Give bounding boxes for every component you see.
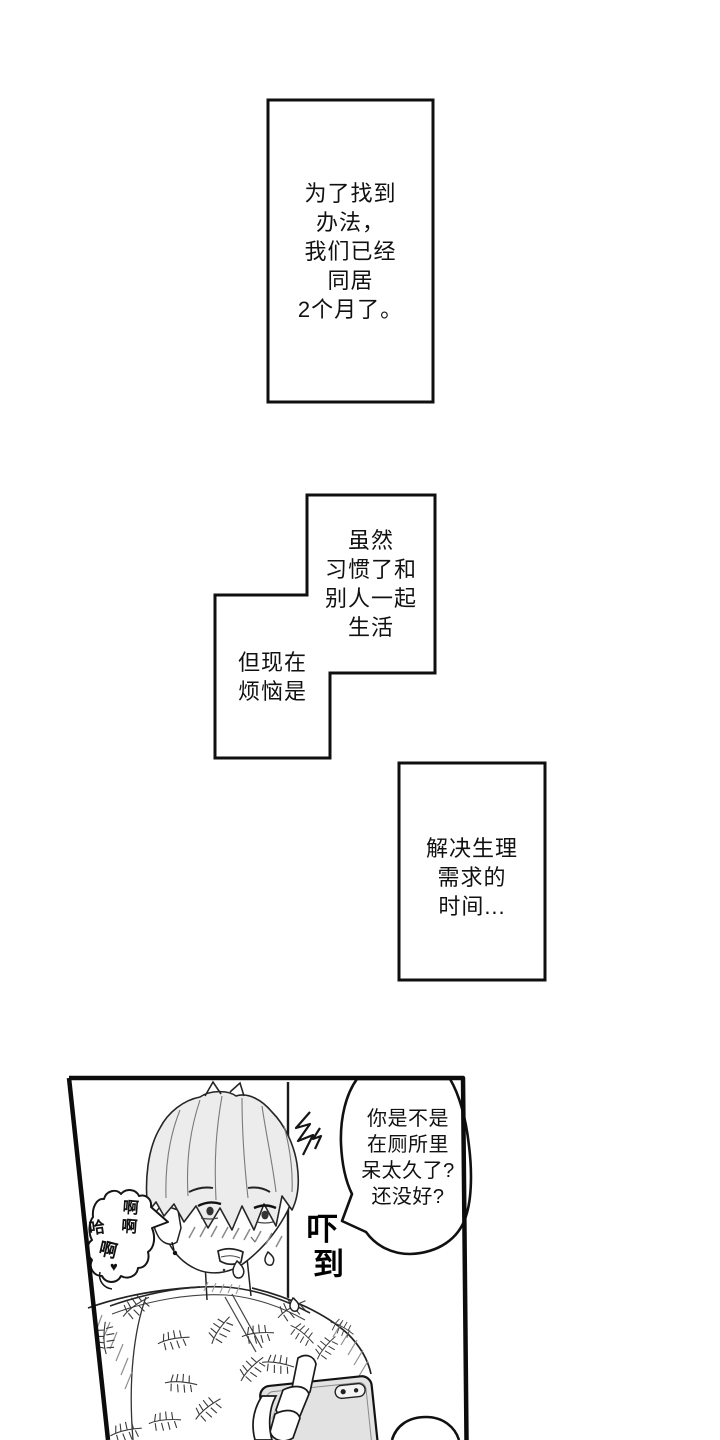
hair <box>145 1090 300 1231</box>
sweat-drops <box>232 1250 300 1312</box>
moan-text-ha: 哈 <box>87 1218 107 1239</box>
phone-camera-pill <box>334 1382 366 1400</box>
speech-bubble-shape <box>339 1077 473 1256</box>
narration-box-4-text: 解决生理 需求的 时间... <box>425 836 518 919</box>
narration-box-4-frame <box>397 761 547 982</box>
shock-flash-mark <box>294 1111 323 1156</box>
earring-hook <box>171 1241 175 1251</box>
narration-box-2-text: 虽然 习惯了和 别人一起 生活 <box>324 528 417 640</box>
earring-bead <box>172 1250 178 1256</box>
left-eye <box>197 1201 222 1220</box>
moan-bubble-curl <box>98 1271 113 1290</box>
sfx-char-1: 吓 <box>307 1212 338 1247</box>
eyebrows <box>188 1186 271 1193</box>
right-eye <box>253 1204 277 1224</box>
hand-fingers <box>252 1354 317 1440</box>
sfx-char-2: 到 <box>313 1247 344 1282</box>
chin-dot <box>222 1268 226 1272</box>
v-neck-placket-lines <box>224 1293 263 1353</box>
collar-band-top <box>109 1285 311 1314</box>
moan-text-right-column: 啊 啊 <box>120 1199 140 1237</box>
panel-border-top-right <box>69 1075 469 1440</box>
moan-heart-icon: ♥ <box>110 1259 118 1274</box>
moan-bubble-shape <box>86 1189 169 1283</box>
speech-bubble-text: 你是不是 在厕所里 呆太久了? 还没好? <box>361 1108 455 1208</box>
narration-box-1-frame <box>266 98 435 404</box>
panel-border-left <box>66 1077 111 1440</box>
neck-shadow-hatch <box>203 1281 241 1295</box>
hair-crown-flicks <box>204 1080 245 1097</box>
hair-strand-lines <box>165 1095 293 1201</box>
bottom-bubble-partial <box>390 1415 461 1440</box>
nose-line <box>250 1236 256 1243</box>
narration-box-1-text: 为了找到 办法， 我们已经 同居 2个月了。 <box>297 180 404 322</box>
blush-hatch-lines <box>188 1225 283 1248</box>
narration-box-3-text: 但现在 烦恼是 <box>237 649 307 704</box>
mouth <box>217 1247 244 1266</box>
narration-box-2-3-union-frame <box>213 493 437 760</box>
right-shoulder-line <box>251 1287 372 1375</box>
